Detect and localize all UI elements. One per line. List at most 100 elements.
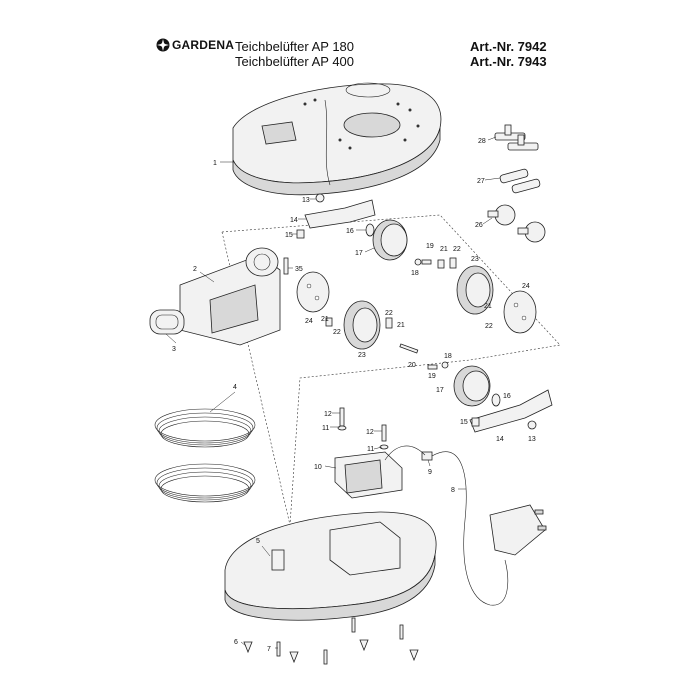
label-11a: 11 [322, 425, 329, 432]
part-22-clip-center [385, 317, 393, 329]
assembly-guide-line [221, 214, 561, 526]
label-9: 9 [428, 469, 432, 476]
brand-logo: GARDENA [156, 38, 234, 52]
part-6-foot-1 [243, 641, 253, 654]
label-19a: 19 [426, 243, 434, 250]
label-24a: 24 [305, 318, 313, 325]
part-14-bracket-bottom [469, 389, 553, 433]
part-12-screw-left [339, 407, 345, 427]
mains-plug [489, 504, 547, 556]
part-3-gasket [149, 309, 185, 335]
part-11-washer-left [337, 425, 347, 431]
label-16b: 16 [503, 393, 511, 400]
part-1-cover [232, 82, 442, 196]
label-13b: 13 [528, 436, 536, 443]
part-20-pin [399, 343, 419, 354]
part-21-clip-top [437, 259, 445, 269]
label-17b: 17 [436, 387, 444, 394]
part-number-labels: 1 2 3 4 5 6 7 8 9 10 11 11 12 12 13 13 1… [172, 138, 536, 653]
part-24-disc-left [296, 271, 330, 313]
part-10-transformer [334, 451, 403, 499]
part-18-ring-top [414, 258, 422, 266]
part-28-t-connectors [494, 124, 539, 151]
part-24-disc-right [503, 290, 537, 334]
label-12b: 12 [366, 429, 374, 436]
label-21c: 21 [397, 322, 405, 329]
label-14b: 14 [496, 436, 504, 443]
label-22b: 22 [333, 329, 341, 336]
gardena-flower-icon [156, 38, 170, 52]
product-title-1: Teichbelüfter AP 180 [235, 39, 355, 54]
part-13-nut-top [315, 193, 325, 203]
part-26-valves [487, 204, 546, 243]
label-28: 28 [478, 138, 486, 145]
label-7: 7 [267, 646, 271, 653]
part-19-screw-top [421, 259, 432, 265]
part-5-base-housing [224, 511, 437, 621]
label-5: 5 [256, 538, 260, 545]
label-16a: 16 [346, 228, 354, 235]
label-21a: 21 [440, 246, 448, 253]
leader-lines [165, 136, 501, 649]
label-18b: 18 [444, 353, 452, 360]
article-number-2: Art.-Nr. 7943 [470, 54, 547, 69]
label-19b: 19 [428, 373, 436, 380]
header: GARDENA Teichbelüfter AP 180 Teichbelüft… [0, 36, 700, 76]
part-22-clip-top [449, 257, 457, 269]
label-1: 1 [213, 160, 217, 167]
label-22c: 22 [385, 310, 393, 317]
label-22d: 22 [485, 323, 493, 330]
part-6-foot-3 [359, 639, 369, 652]
part-17-magnet-bottom [453, 365, 491, 407]
part-14-bracket-top [304, 199, 376, 229]
label-20: 20 [408, 362, 416, 369]
part-4-hose-coil-1 [154, 408, 256, 448]
part-8-power-cord [431, 451, 509, 606]
label-11b: 11 [367, 446, 374, 453]
product-title-2: Teichbelüfter AP 400 [235, 54, 355, 69]
part-23-diaphragm-center [343, 300, 381, 350]
part-19-screw-bottom [427, 364, 438, 370]
part-18-ring-bottom [441, 361, 449, 369]
part-6-foot-4 [409, 649, 419, 662]
part-15-spacer-top [296, 229, 305, 239]
label-15a: 15 [285, 232, 293, 239]
article-number-1: Art.-Nr. 7942 [470, 39, 547, 54]
label-13a: 13 [302, 197, 310, 204]
label-27: 27 [477, 178, 485, 185]
part-13-nut-bottom [527, 420, 537, 430]
part-17-magnet-top [372, 219, 408, 261]
part-21-clip-center [325, 317, 333, 327]
label-21b: 21 [321, 316, 329, 323]
part-4-hose-coil-2 [154, 463, 256, 503]
part-11-washer-right [379, 444, 389, 450]
label-24b: 24 [522, 283, 530, 290]
label-26: 26 [475, 222, 483, 229]
label-2: 2 [193, 266, 197, 273]
part-7-screw-1 [276, 641, 281, 657]
part-12-screw-right [381, 424, 387, 442]
part-15-spacer-bottom [471, 417, 480, 427]
part-35-screw [283, 257, 289, 275]
label-12a: 12 [324, 411, 332, 418]
part-27-connectors [499, 168, 541, 194]
label-15b: 15 [460, 419, 468, 426]
part-16-washer-top [365, 223, 375, 237]
part-16-washer-bottom [491, 393, 501, 407]
label-14a: 14 [290, 217, 298, 224]
label-6: 6 [234, 639, 238, 646]
label-22a: 22 [453, 246, 461, 253]
part-2-pump-housing [179, 247, 281, 346]
part-7-screw-4 [399, 624, 404, 640]
part-6-foot-2 [289, 651, 299, 664]
label-21d: 21 [484, 303, 492, 310]
label-17a: 17 [355, 250, 363, 257]
part-23-diaphragm-top [456, 265, 494, 315]
internal-wire [384, 445, 426, 461]
label-4: 4 [233, 384, 237, 391]
label-8: 8 [451, 487, 455, 494]
part-7-screw-3 [351, 617, 356, 633]
label-18a: 18 [411, 270, 419, 277]
part-7-screw-2 [323, 649, 328, 665]
